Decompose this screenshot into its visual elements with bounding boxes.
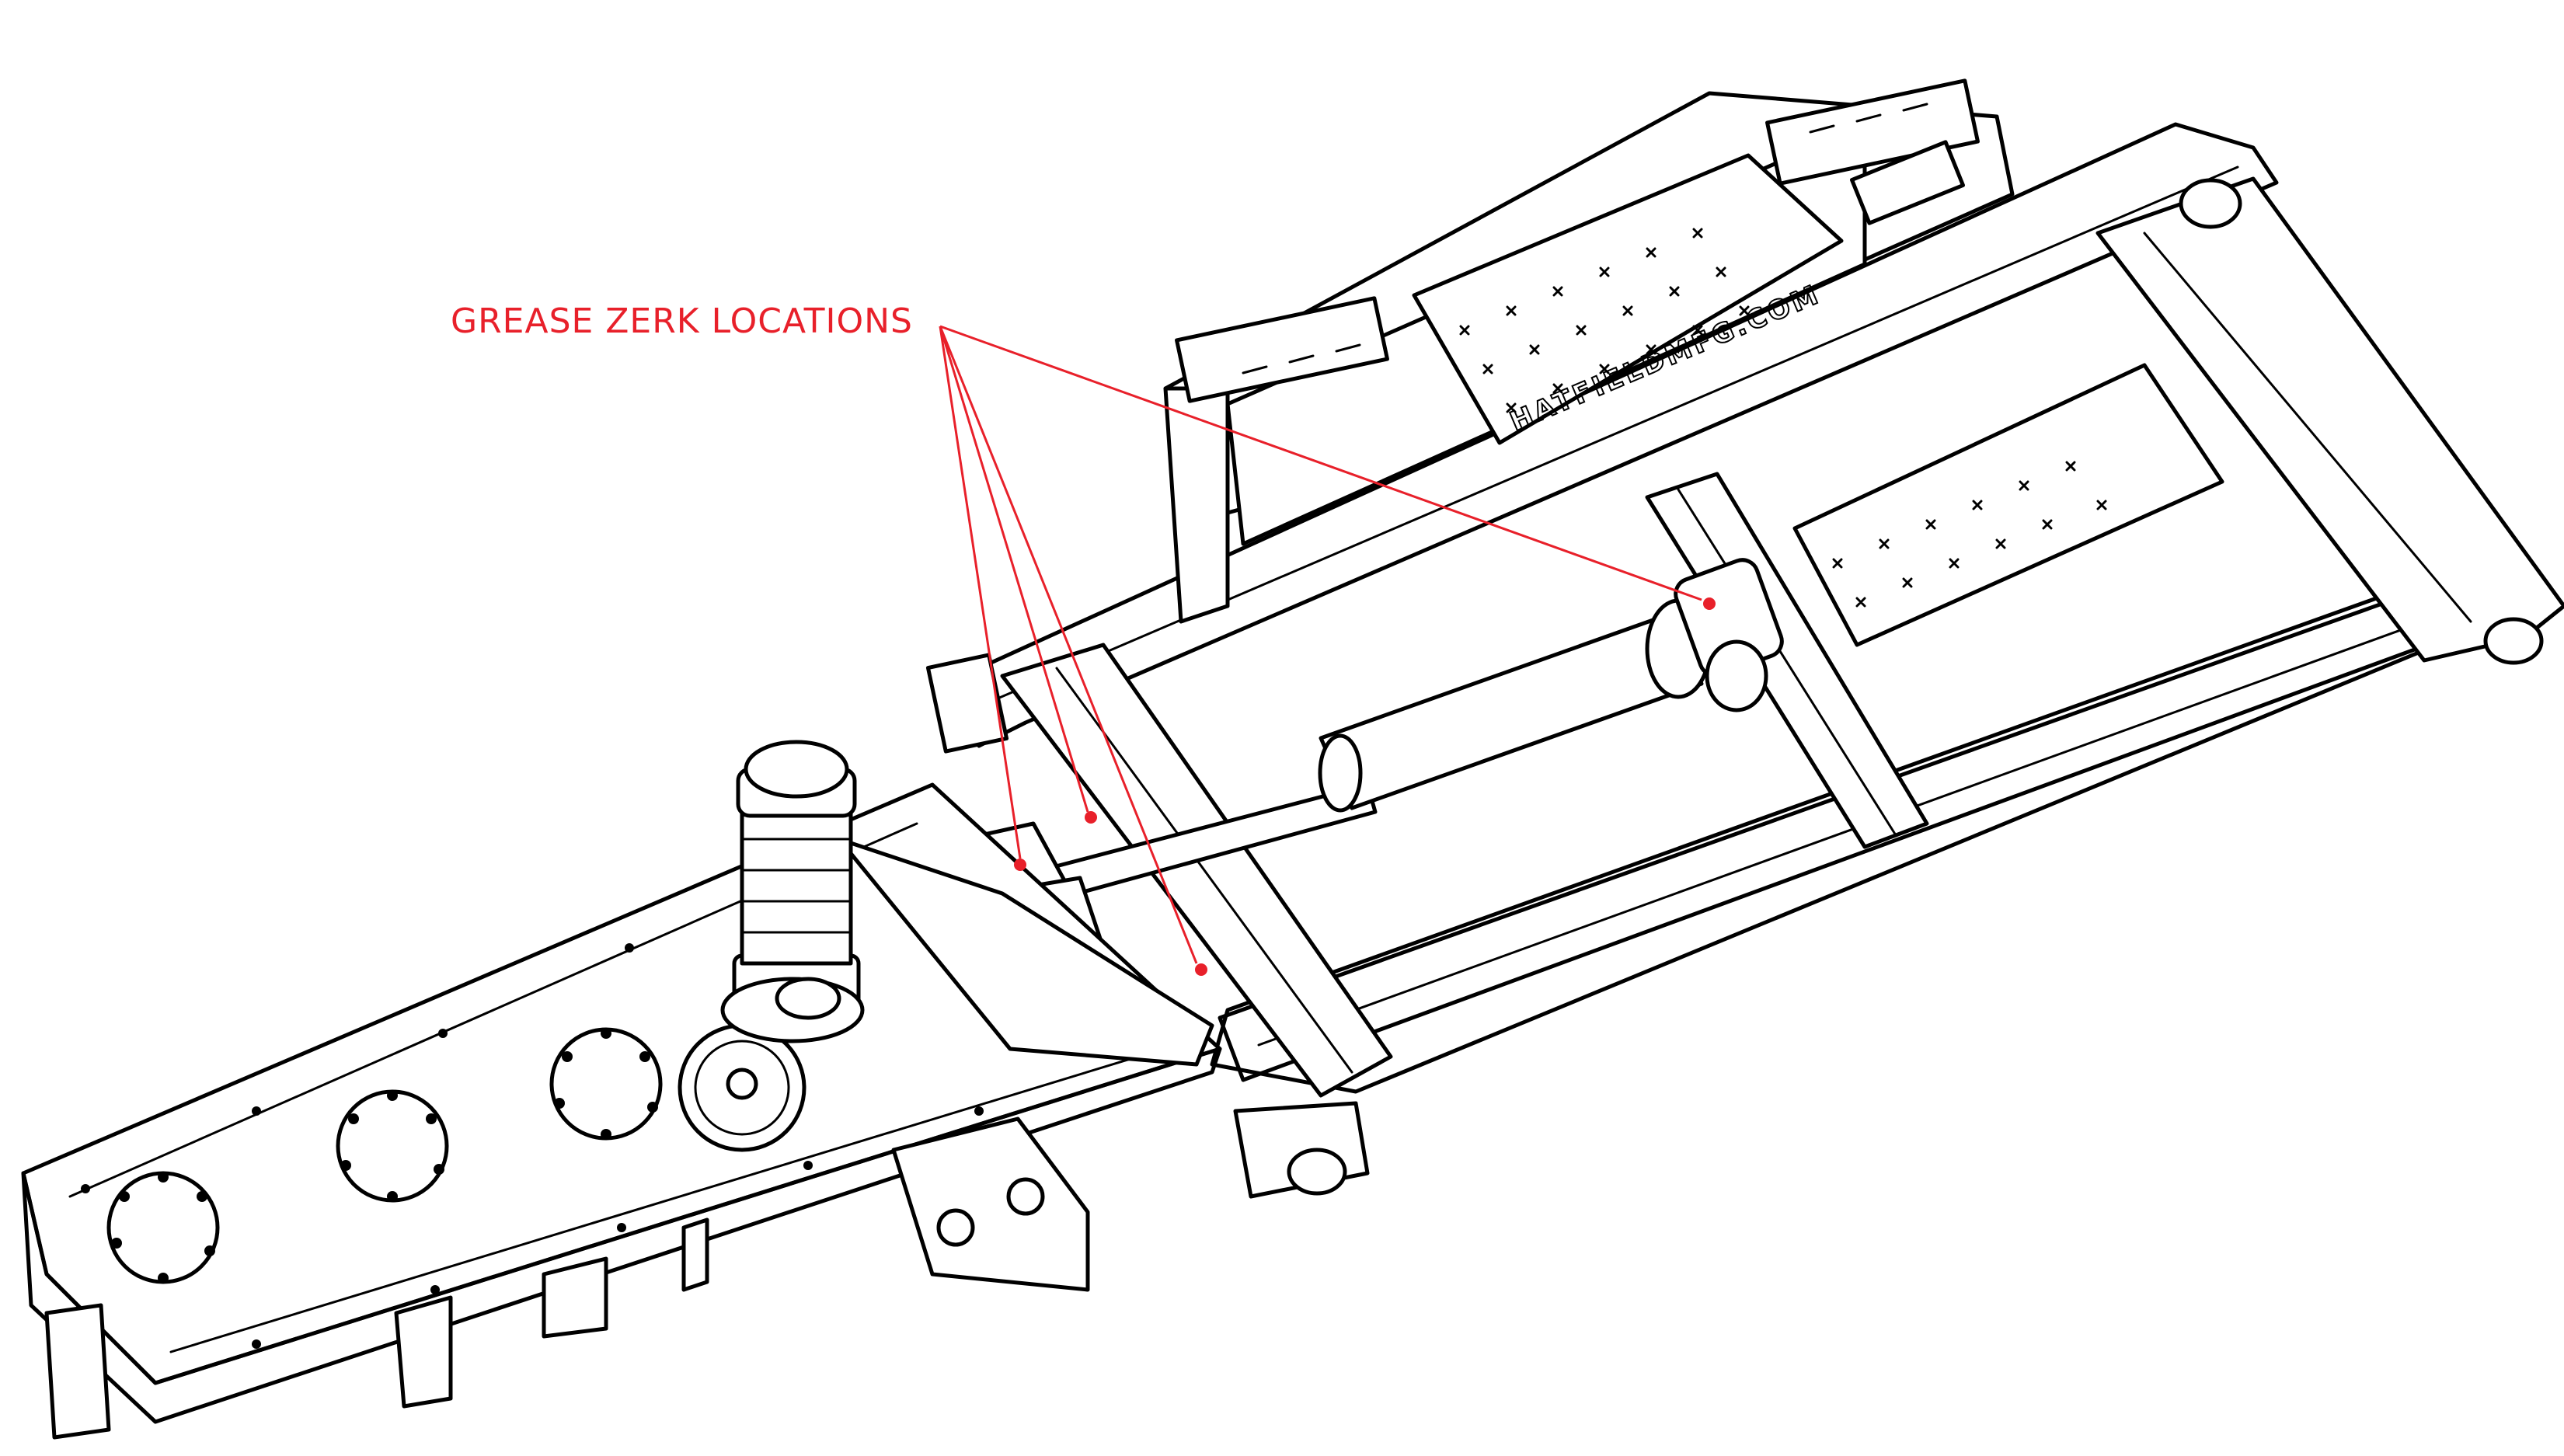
callout-leaders: [939, 325, 1702, 964]
support-legs: [44, 1116, 1090, 1440]
inspection-ports: [81, 873, 984, 1349]
grease-zerk-icon: [1085, 811, 1097, 824]
hydraulic-cylinder: [1039, 558, 1784, 904]
grease-zerk-icon: [1703, 597, 1716, 610]
grease-zerk-points: [1014, 597, 1716, 976]
lower-step: [1792, 363, 2224, 647]
hydraulic-motor: [720, 740, 865, 1043]
grease-zerk-icon: [1014, 859, 1026, 871]
grease-zerk-callout: GREASE ZERK LOCATIONS: [451, 301, 913, 341]
conveyor-body: [21, 782, 1222, 1440]
upper-platform: HATFIELDMFG.COM: [1163, 78, 2015, 624]
grease-zerk-icon: [1195, 963, 1207, 976]
